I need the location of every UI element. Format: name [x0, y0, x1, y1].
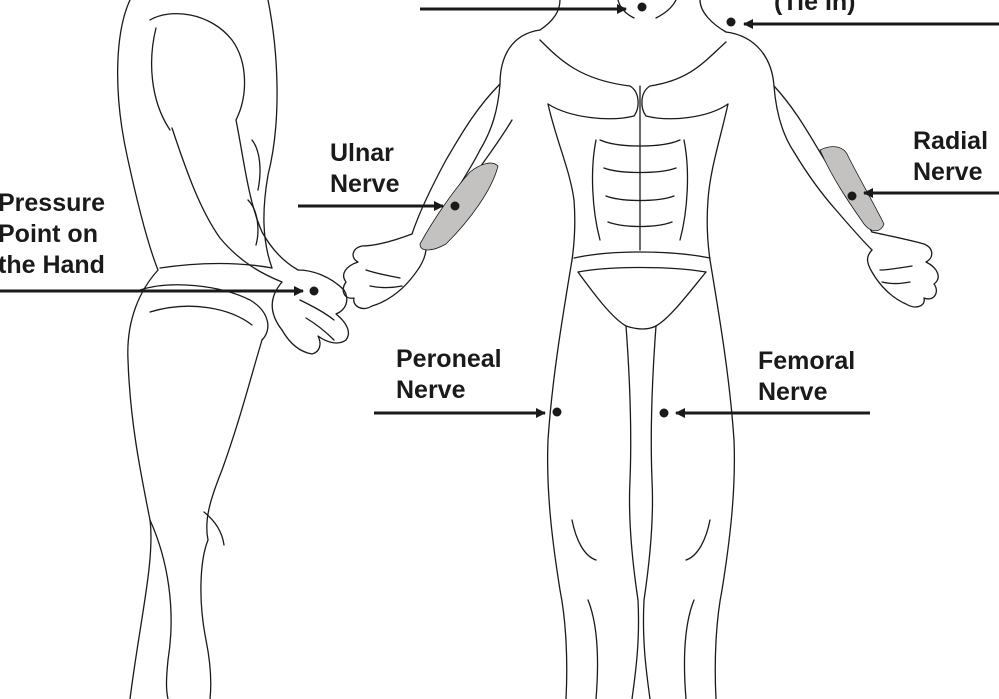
- tie-in-text: (Tie In): [774, 0, 856, 16]
- peroneal-nerve-label: Peroneal Nerve: [396, 344, 502, 406]
- side-view-figure: [116, 0, 350, 699]
- femoral-line-1: Femoral: [758, 347, 856, 375]
- peroneal-pressure-point: [552, 407, 562, 417]
- ulnar-line-2: Nerve: [330, 170, 400, 198]
- pressure-points: [309, 2, 857, 418]
- ulnar-line-1: Ulnar: [330, 139, 394, 167]
- radial-line-2: Nerve: [913, 158, 983, 186]
- tie-in-label: (Tie In): [774, 0, 855, 18]
- femoral-line-2: Nerve: [758, 378, 828, 406]
- femoral-pressure-point: [659, 408, 669, 418]
- peroneal-line-2: Nerve: [396, 376, 466, 404]
- radial-nerve-region: [819, 146, 885, 232]
- hand-line-1: Pressure: [0, 189, 106, 217]
- hand-pressure-point: [309, 286, 319, 296]
- ulnar-pressure-point: [450, 201, 460, 211]
- shoulder-pressure-point: [726, 17, 736, 27]
- radial-pressure-point: [847, 191, 857, 201]
- hand-line-3: the Hand: [0, 251, 105, 279]
- pointer-arrows: [0, 4, 999, 418]
- hand-pressure-label: Pressure Point on the Hand: [0, 188, 105, 281]
- femoral-nerve-label: Femoral Nerve: [758, 346, 855, 408]
- neck-pressure-point: [637, 2, 647, 12]
- radial-nerve-label: Radial Nerve: [913, 126, 988, 188]
- peroneal-line-1: Peroneal: [396, 345, 502, 373]
- hand-line-2: Point on: [0, 220, 98, 248]
- ulnar-nerve-label: Ulnar Nerve: [330, 138, 400, 200]
- radial-line-1: Radial: [913, 127, 989, 155]
